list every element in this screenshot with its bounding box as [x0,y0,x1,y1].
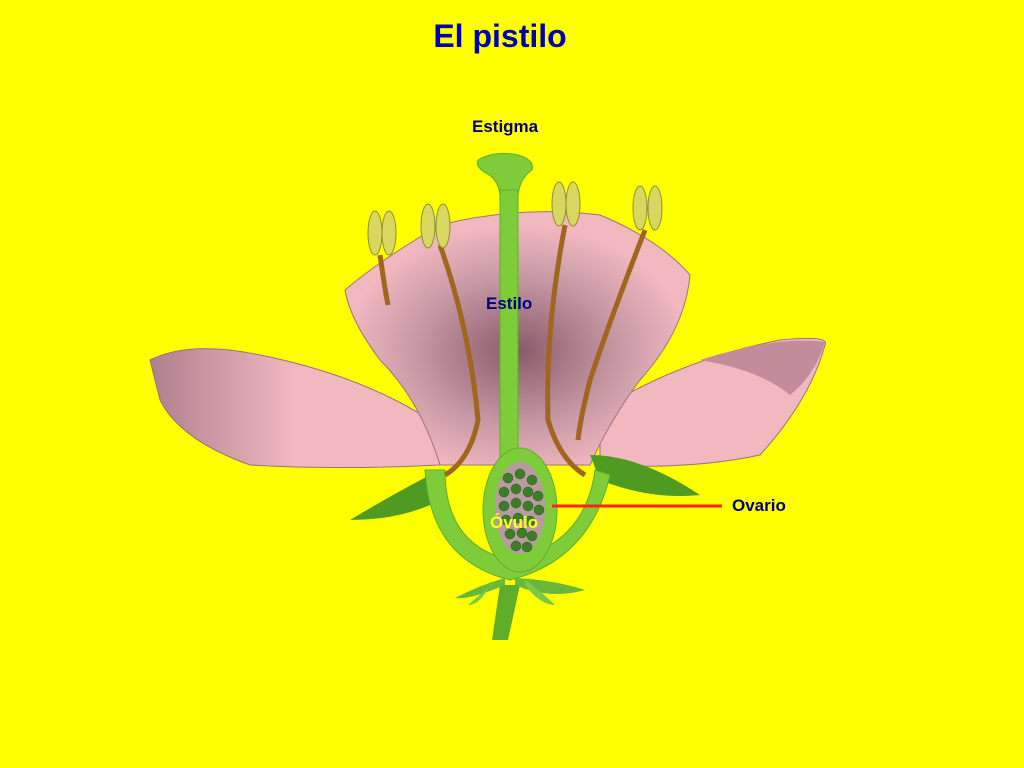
label-estilo: Estilo [486,294,533,313]
sepal-bottom-left [455,578,505,599]
anther-2 [420,203,451,249]
label-ovario: Ovario [732,496,786,515]
petal-right-shade [700,340,825,395]
page-title: El pistilo [433,18,567,54]
leaf-left [350,470,440,520]
sepal-bottom-mid [468,580,498,605]
stamen-filament-4 [575,229,648,441]
label-estigma: Estigma [472,117,539,136]
stamen-filament-2 [437,244,481,478]
anther-4 [632,185,663,231]
leaf-right [590,455,700,496]
stem [492,585,520,640]
stamen-filament-3 [545,224,587,478]
label-ovulo: Óvulo [490,513,539,532]
anther-1 [367,210,397,256]
stigma [476,152,533,196]
stamen-filament-1 [377,254,391,306]
anther-3 [551,181,581,227]
sepal-bottom-mid2 [525,580,555,605]
receptacle [424,469,611,581]
ovules [498,468,545,553]
style [499,189,519,461]
